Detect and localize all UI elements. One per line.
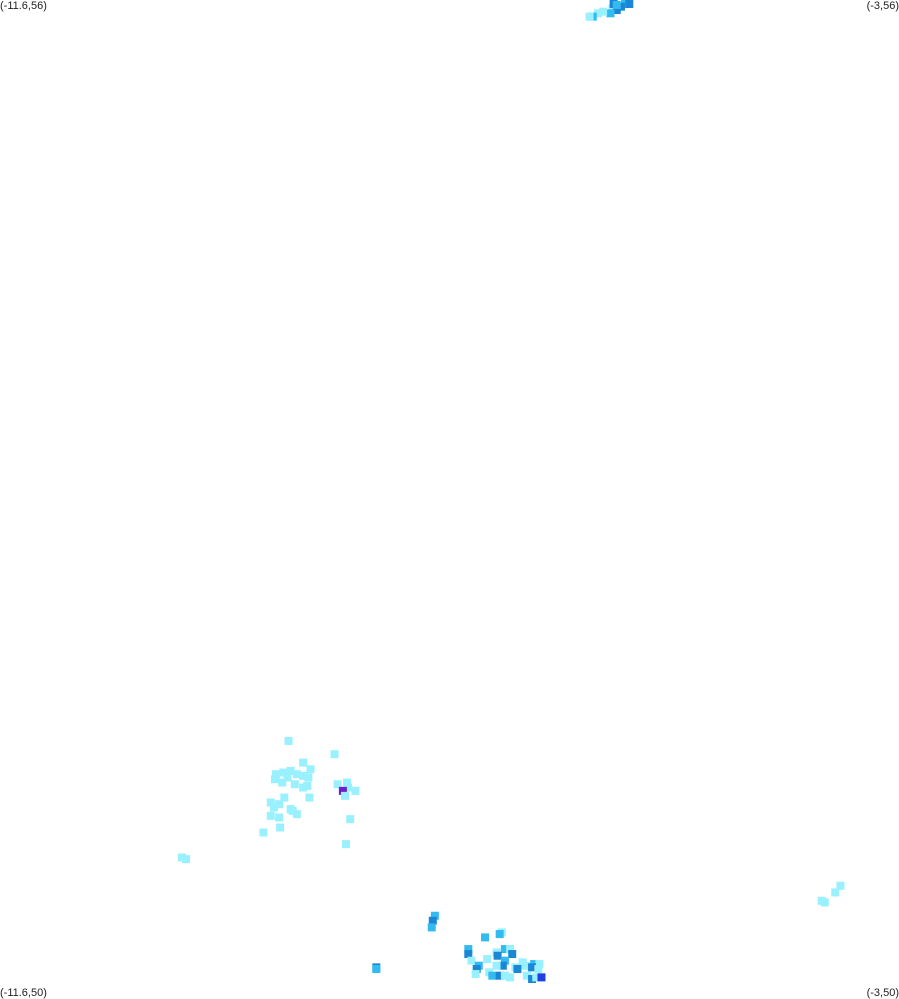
density-cell [269, 803, 278, 812]
density-cell [495, 971, 504, 980]
density-cell [351, 786, 360, 795]
density-cell [280, 793, 289, 802]
density-cell [606, 9, 615, 18]
density-cell [535, 960, 544, 969]
density-cell [270, 775, 279, 784]
density-cell [259, 828, 268, 837]
density-cell [292, 770, 301, 779]
density-cell [283, 773, 292, 782]
density-cell [498, 961, 507, 970]
density-cell [304, 773, 313, 782]
density-cell [330, 750, 339, 759]
density-cell [275, 813, 284, 822]
density-cell [266, 811, 275, 820]
corner-label-bottom-left: (-11.6,50) [0, 987, 47, 999]
density-cell [506, 973, 515, 982]
density-cell [430, 911, 439, 920]
density-cell [344, 783, 353, 792]
density-cell [599, 7, 608, 16]
density-cell [266, 798, 275, 807]
density-cell [286, 766, 295, 775]
density-cell [299, 771, 308, 780]
density-cell [593, 9, 602, 18]
density-cell [608, 4, 617, 13]
density-cell [585, 12, 594, 21]
density-cell [278, 778, 287, 787]
density-cell [625, 0, 634, 8]
density-cell [372, 965, 381, 974]
density-cell [831, 888, 840, 897]
density-cell [534, 965, 543, 974]
density-cell [343, 778, 352, 787]
density-cell [182, 855, 191, 864]
density-cell [471, 970, 480, 979]
density-cell [338, 786, 347, 795]
density-cell [506, 945, 515, 954]
density-cell [299, 783, 308, 792]
density-cell [508, 950, 517, 959]
corner-label-top-right: (-3,56) [866, 0, 899, 12]
density-cell [488, 971, 497, 980]
density-cell [342, 840, 351, 849]
density-cell [616, 2, 625, 11]
density-cell [612, 0, 621, 9]
density-cell [464, 945, 473, 954]
density-cell [276, 823, 285, 832]
density-cell [532, 973, 541, 982]
density-cell [427, 923, 436, 932]
density-cell [612, 5, 621, 14]
density-cell [275, 800, 284, 809]
density-cell [288, 806, 297, 815]
corner-label-top-left: (-11.6,56) [0, 0, 47, 12]
density-cell [521, 961, 530, 970]
density-cell [464, 950, 473, 959]
density-cell [292, 810, 301, 819]
density-cell [333, 780, 342, 789]
density-cell [481, 933, 490, 942]
density-cell [522, 971, 531, 980]
density-cell [346, 815, 355, 824]
density-cell [500, 971, 509, 980]
density-cell [428, 916, 437, 925]
density-cells [177, 0, 845, 984]
density-cell [305, 793, 314, 802]
density-cell [472, 965, 481, 974]
corner-label-bottom-right: (-3,50) [866, 987, 899, 999]
density-cell [493, 951, 502, 960]
density-cell [340, 791, 349, 800]
density-cell [290, 780, 299, 789]
density-cell [537, 973, 546, 982]
density-cell [500, 956, 509, 965]
density-cell [528, 975, 537, 984]
density-cell [513, 965, 522, 974]
density-cell [177, 853, 186, 862]
density-cell [495, 930, 504, 939]
density-cell [306, 765, 315, 774]
density-cell [528, 963, 537, 972]
density-cell [621, 0, 630, 8]
density-cell [467, 956, 476, 965]
density-cell [299, 758, 308, 767]
density-cell [492, 961, 501, 970]
density-cell [483, 955, 492, 964]
density-cell [817, 896, 826, 905]
density-cell [303, 781, 312, 790]
density-cell [500, 945, 509, 954]
density-cell [271, 770, 280, 779]
density-cell [284, 736, 293, 745]
density-cell [836, 881, 845, 890]
density-cell [279, 768, 288, 777]
